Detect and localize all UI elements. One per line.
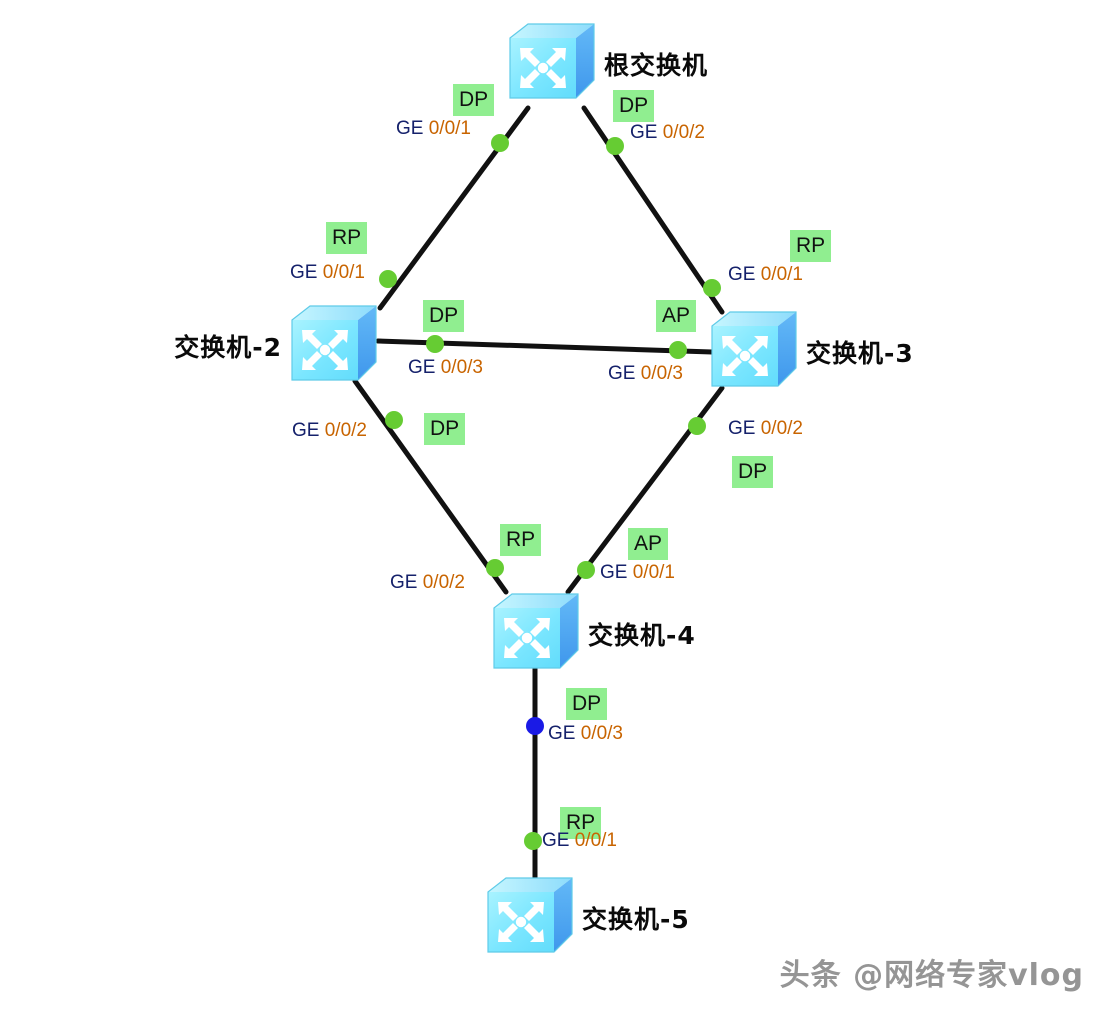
iface-prefix: GE [608, 363, 636, 384]
iface-prefix: GE [600, 562, 628, 583]
switch-node-sw5[interactable]: 交换机-5 [482, 872, 689, 958]
iface-number: 0/0/1 [428, 118, 471, 139]
port-role-badge: RP [326, 222, 368, 254]
switch-icon [509, 23, 595, 99]
port-role-badge: AP [628, 528, 669, 560]
port-interface-label: GE 0/0/3 [548, 723, 623, 745]
iface-prefix: GE [728, 264, 756, 285]
iface-prefix: GE [290, 262, 318, 283]
iface-number: 0/0/2 [324, 420, 367, 441]
switch-icon [291, 305, 377, 381]
iface-prefix: GE [548, 723, 576, 744]
iface-number: 0/0/1 [322, 262, 365, 283]
port-interface-label: GE 0/0/2 [630, 122, 705, 144]
port-role-badge: AP [656, 300, 697, 332]
iface-prefix: GE [390, 572, 418, 593]
iface-prefix: GE [396, 118, 424, 139]
port-role-badge: RP [790, 230, 832, 262]
switch-label-sw2: 交换机-2 [174, 333, 282, 362]
port-state-dot-forwarding[interactable] [385, 411, 403, 429]
switch-label-root: 根交换机 [604, 51, 709, 80]
switch-label-sw3: 交换机-3 [806, 339, 914, 368]
port-state-dot-forwarding[interactable] [688, 417, 706, 435]
port-role-badge: RP [560, 807, 602, 839]
iface-prefix: GE [408, 357, 436, 378]
iface-number: 0/0/3 [580, 723, 623, 744]
port-role-badge: DP [613, 90, 655, 122]
port-state-dot-forwarding[interactable] [524, 832, 542, 850]
switch-icon [487, 877, 573, 953]
switch-icon [493, 593, 579, 669]
port-role-badge: DP [453, 84, 495, 116]
switch-node-root[interactable]: 根交换机 [504, 18, 707, 104]
port-role-badge: DP [423, 300, 465, 332]
switch-node-sw4[interactable]: 交换机-4 [488, 588, 695, 674]
port-state-dot-blocked[interactable] [526, 717, 544, 735]
port-interface-label: GE 0/0/3 [608, 363, 683, 385]
port-state-dot-forwarding[interactable] [669, 341, 687, 359]
iface-number: 0/0/1 [760, 264, 803, 285]
switch-icon [711, 311, 797, 387]
port-state-dot-forwarding[interactable] [703, 279, 721, 297]
switch-label-sw5: 交换机-5 [582, 905, 690, 934]
port-interface-label: GE 0/0/1 [396, 118, 471, 140]
iface-prefix: GE [630, 122, 658, 143]
iface-number: 0/0/1 [632, 562, 675, 583]
port-interface-label: GE 0/0/2 [292, 420, 367, 442]
port-state-dot-forwarding[interactable] [486, 559, 504, 577]
port-state-dot-forwarding[interactable] [426, 335, 444, 353]
link-sw2-sw4 [352, 378, 509, 595]
iface-number: 0/0/3 [440, 357, 483, 378]
iface-number: 0/0/3 [640, 363, 683, 384]
port-interface-label: GE 0/0/1 [290, 262, 365, 284]
port-state-dot-forwarding[interactable] [606, 137, 624, 155]
port-role-badge: DP [732, 456, 774, 488]
watermark: 头条 @网络专家vlog [779, 958, 1084, 993]
port-interface-label: GE 0/0/1 [728, 264, 803, 286]
port-interface-label: GE 0/0/3 [408, 357, 483, 379]
switch-node-sw3[interactable]: 交换机-3 [706, 306, 913, 392]
port-interface-label: GE 0/0/2 [728, 418, 803, 440]
iface-prefix: GE [292, 420, 320, 441]
iface-number: 0/0/2 [422, 572, 465, 593]
port-interface-label: GE 0/0/1 [600, 562, 675, 584]
port-role-badge: DP [424, 413, 466, 445]
iface-number: 0/0/2 [662, 122, 705, 143]
port-interface-label: GE 0/0/2 [390, 572, 465, 594]
port-state-dot-forwarding[interactable] [491, 134, 509, 152]
port-role-badge: RP [500, 524, 542, 556]
switch-label-sw4: 交换机-4 [588, 621, 696, 650]
switch-node-sw2[interactable]: 交换机-2 [174, 300, 382, 386]
iface-number: 0/0/1 [574, 830, 617, 851]
port-role-badge: DP [566, 688, 608, 720]
iface-number: 0/0/2 [760, 418, 803, 439]
iface-prefix: GE [542, 830, 570, 851]
port-state-dot-forwarding[interactable] [379, 270, 397, 288]
port-state-dot-forwarding[interactable] [577, 561, 595, 579]
port-interface-label: GE 0/0/1 [542, 830, 617, 852]
iface-prefix: GE [728, 418, 756, 439]
